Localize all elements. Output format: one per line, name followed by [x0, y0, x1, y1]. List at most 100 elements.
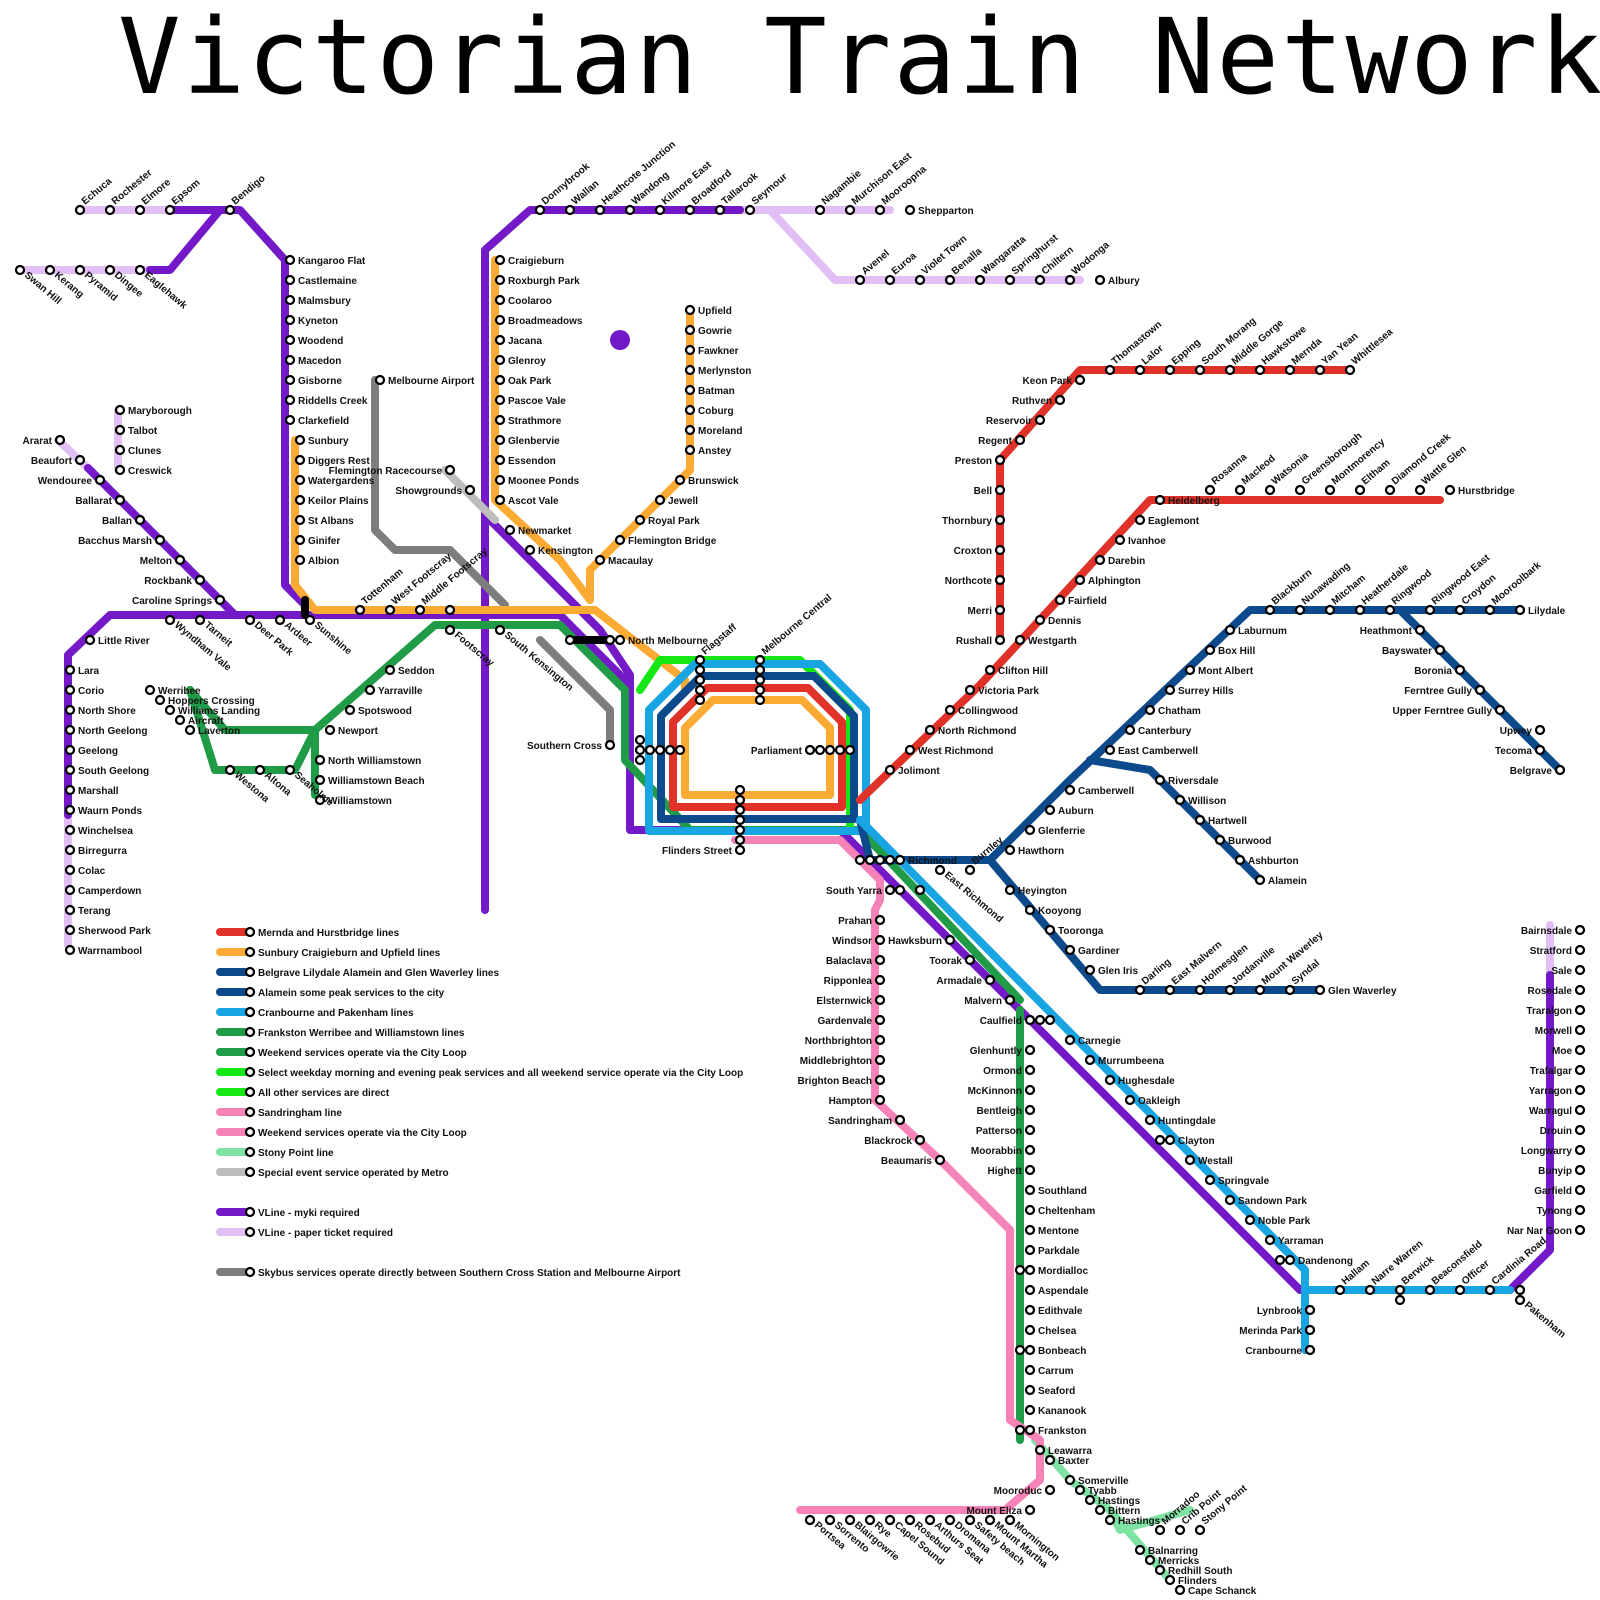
- north-geelong-station-dot[interactable]: [66, 726, 74, 734]
- narre-warren-station-dot[interactable]: [1366, 1286, 1374, 1294]
- clarkefield-station-dot[interactable]: [286, 416, 294, 424]
- epsom-station-dot[interactable]: [166, 206, 174, 214]
- mont-albert-station-dot[interactable]: [1186, 666, 1194, 674]
- station-dot[interactable]: [866, 856, 874, 864]
- hastings-station-dot[interactable]: [1086, 1496, 1094, 1504]
- ascot-vale-station-dot[interactable]: [496, 496, 504, 504]
- talbot-station-dot[interactable]: [116, 426, 124, 434]
- station-dot[interactable]: [636, 736, 644, 744]
- ballarat-station-dot[interactable]: [116, 496, 124, 504]
- station-dot[interactable]: [696, 656, 704, 664]
- hughesdale-station-dot[interactable]: [1106, 1076, 1114, 1084]
- aspendale-station-dot[interactable]: [1026, 1286, 1034, 1294]
- station-dot[interactable]: [646, 746, 654, 754]
- ringwood-station-dot[interactable]: [1386, 606, 1394, 614]
- marshall-station-dot[interactable]: [66, 786, 74, 794]
- station-dot[interactable]: [446, 606, 454, 614]
- roxburgh-park-station-dot[interactable]: [496, 276, 504, 284]
- riversdale-station-dot[interactable]: [1156, 776, 1164, 784]
- oakleigh-station-dot[interactable]: [1126, 1096, 1134, 1104]
- station-dot[interactable]: [1046, 1016, 1054, 1024]
- carnegie-station-dot[interactable]: [1066, 1036, 1074, 1044]
- somerville-station-dot[interactable]: [1066, 1476, 1074, 1484]
- station-dot[interactable]: [246, 1048, 254, 1056]
- station-dot[interactable]: [876, 856, 884, 864]
- east-malvern-station-dot[interactable]: [1166, 986, 1174, 994]
- macaulay-station-dot[interactable]: [596, 556, 604, 564]
- richmond-station-dot[interactable]: [896, 856, 904, 864]
- south-geelong-station-dot[interactable]: [66, 766, 74, 774]
- east-richmond-station-dot[interactable]: [936, 866, 944, 874]
- garfield-station-dot[interactable]: [1576, 1186, 1584, 1194]
- sherwood-park-station-dot[interactable]: [66, 926, 74, 934]
- flemington-bridge-station-dot[interactable]: [616, 536, 624, 544]
- alamein-station-dot[interactable]: [1256, 876, 1264, 884]
- station-dot[interactable]: [246, 1008, 254, 1016]
- nunawading-station-dot[interactable]: [1296, 606, 1304, 614]
- station-dot[interactable]: [246, 1128, 254, 1136]
- newport-station-dot[interactable]: [326, 726, 334, 734]
- chatham-station-dot[interactable]: [1146, 706, 1154, 714]
- kangaroo-flat-station-dot[interactable]: [286, 256, 294, 264]
- little-river-station-dot[interactable]: [86, 636, 94, 644]
- east-camberwell-station-dot[interactable]: [1106, 746, 1114, 754]
- swan-hill-station-dot[interactable]: [16, 266, 24, 274]
- castlemaine-station-dot[interactable]: [286, 276, 294, 284]
- merri-station-dot[interactable]: [996, 606, 1004, 614]
- station-dot[interactable]: [656, 746, 664, 754]
- seaford-station-dot[interactable]: [1026, 1386, 1034, 1394]
- glenhuntly-station-dot[interactable]: [1026, 1046, 1034, 1054]
- huntingdale-station-dot[interactable]: [1146, 1116, 1154, 1124]
- melton-station-dot[interactable]: [176, 556, 184, 564]
- mount-eliza-station-dot[interactable]: [1026, 1506, 1034, 1514]
- ringwood-east-station-dot[interactable]: [1426, 606, 1434, 614]
- seymour-station-dot[interactable]: [746, 206, 754, 214]
- kerang-station-dot[interactable]: [46, 266, 54, 274]
- tottenham-station-dot[interactable]: [356, 606, 364, 614]
- blackburn-station-dot[interactable]: [1266, 606, 1274, 614]
- station-dot[interactable]: [1016, 1426, 1024, 1434]
- wyndham-vale-station-dot[interactable]: [166, 616, 174, 624]
- pyramid-station-dot[interactable]: [76, 266, 84, 274]
- leawarra-station-dot[interactable]: [1036, 1446, 1044, 1454]
- caulfield-station-dot[interactable]: [1026, 1016, 1034, 1024]
- flemington-racecourse-station-dot[interactable]: [446, 466, 454, 474]
- sorrento-station-dot[interactable]: [826, 1516, 834, 1524]
- beaufort-station-dot[interactable]: [76, 456, 84, 464]
- whittlesea-station-dot[interactable]: [1346, 366, 1354, 374]
- bendigo-station-dot[interactable]: [226, 206, 234, 214]
- essendon-station-dot[interactable]: [496, 456, 504, 464]
- laverton-station-dot[interactable]: [186, 726, 194, 734]
- heidelberg-station-dot[interactable]: [1156, 496, 1164, 504]
- yarraman-station-dot[interactable]: [1266, 1236, 1274, 1244]
- dingee-station-dot[interactable]: [106, 266, 114, 274]
- station-dot[interactable]: [696, 666, 704, 674]
- cardinia-road-station-dot[interactable]: [1486, 1286, 1494, 1294]
- waurn-ponds-station-dot[interactable]: [66, 806, 74, 814]
- south-morang-station-dot[interactable]: [1196, 366, 1204, 374]
- holmesglen-station-dot[interactable]: [1196, 986, 1204, 994]
- wangaratta-station-dot[interactable]: [976, 276, 984, 284]
- glenbervie-station-dot[interactable]: [496, 436, 504, 444]
- moonee-ponds-station-dot[interactable]: [496, 476, 504, 484]
- coburg-station-dot[interactable]: [686, 406, 694, 414]
- station-dot[interactable]: [1276, 1256, 1284, 1264]
- birregurra-station-dot[interactable]: [66, 846, 74, 854]
- hawksburn-station-dot[interactable]: [946, 936, 954, 944]
- tarneit-station-dot[interactable]: [196, 616, 204, 624]
- blairgowrie-station-dot[interactable]: [846, 1516, 854, 1524]
- station-dot[interactable]: [736, 796, 744, 804]
- watergardens-station-dot[interactable]: [296, 476, 304, 484]
- donnybrook-station-dot[interactable]: [536, 206, 544, 214]
- gowrie-station-dot[interactable]: [686, 326, 694, 334]
- darebin-station-dot[interactable]: [1096, 556, 1104, 564]
- merricks-station-dot[interactable]: [1146, 1556, 1154, 1564]
- cranbourne-station-dot[interactable]: [1306, 1346, 1314, 1354]
- south-yarra-station-dot[interactable]: [886, 886, 894, 894]
- station-dot[interactable]: [736, 836, 744, 844]
- ararat-station-dot[interactable]: [56, 436, 64, 444]
- mooroduc-station-dot[interactable]: [1046, 1486, 1054, 1494]
- station-dot[interactable]: [886, 856, 894, 864]
- traralgon-station-dot[interactable]: [1576, 1006, 1584, 1014]
- woodend-station-dot[interactable]: [286, 336, 294, 344]
